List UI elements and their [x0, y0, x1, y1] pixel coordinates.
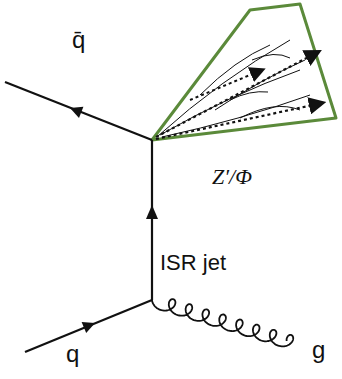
fermion-arrow	[82, 322, 95, 333]
particle-label: g	[312, 338, 325, 362]
propagator-line	[151, 140, 153, 300]
resonance-label: Z′/Φ	[212, 166, 252, 188]
gluon-line	[152, 299, 293, 346]
quark-line	[25, 300, 152, 352]
fermion-arrow	[146, 205, 158, 219]
fermion-arrow	[70, 107, 83, 118]
particle-label: q̄	[72, 28, 85, 52]
jet-tracks	[156, 40, 322, 139]
antiquark-line	[5, 82, 152, 140]
particle-label: q	[66, 342, 79, 366]
jet-label: ISR jet	[160, 252, 226, 274]
jet-cone	[152, 4, 336, 140]
